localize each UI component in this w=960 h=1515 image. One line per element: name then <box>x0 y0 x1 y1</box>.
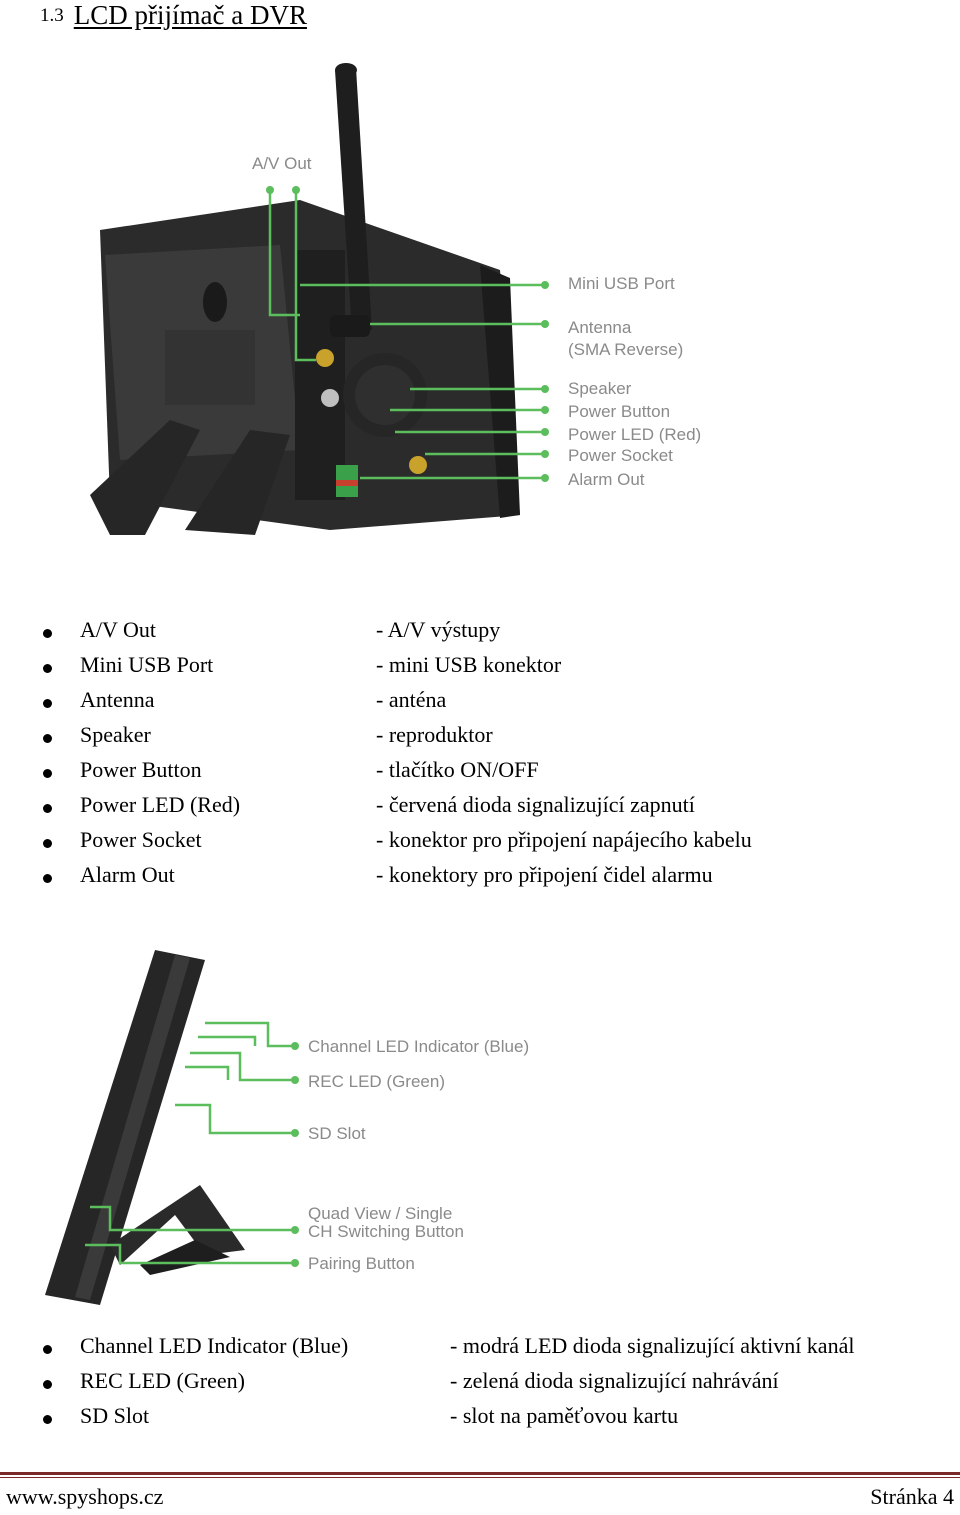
bullet-icon <box>43 664 52 673</box>
list-item: Power Socket- konektor pro připojení nap… <box>0 827 960 862</box>
callout-pairing: Pairing Button <box>308 1254 415 1273</box>
callout-antenna: Antenna <box>568 318 632 337</box>
receiver-side-figure: Channel LED Indicator (Blue) REC LED (Gr… <box>0 945 960 1315</box>
list-item: SD Slot- slot na paměťovou kartu <box>0 1403 960 1438</box>
callout-av-out: A/V Out <box>252 154 312 173</box>
wall-mount-hole <box>203 282 227 322</box>
footer-website: www.spyshops.cz <box>6 1484 164 1509</box>
list-item: Mini USB Port- mini USB konektor <box>0 652 960 687</box>
bullet-icon <box>43 699 52 708</box>
callout-sd-slot: SD Slot <box>308 1124 366 1143</box>
list-item: Alarm Out- konektory pro připojení čidel… <box>0 862 960 897</box>
footer-page-number: Stránka 4 <box>870 1484 954 1509</box>
receiver-rear-figure: A/V Out Mini USB Port Antenna (SMA Rever… <box>0 40 960 560</box>
bullet-icon <box>43 804 52 813</box>
callout-speaker: Speaker <box>568 379 632 398</box>
bullet-icon <box>43 1345 52 1354</box>
side-callout-lines <box>85 1021 295 1265</box>
stand-label-area <box>165 330 255 405</box>
section-number: 1.3 <box>40 5 64 26</box>
list-item: Power Button- tlačítko ON/OFF <box>0 757 960 792</box>
footer-rule <box>0 1472 960 1475</box>
stand-leg-right <box>185 430 290 535</box>
callout-channel-led: Channel LED Indicator (Blue) <box>308 1037 529 1056</box>
power-socket-jack <box>409 456 427 474</box>
antenna-base <box>330 315 370 337</box>
bullet-icon <box>43 839 52 848</box>
callout-mini-usb: Mini USB Port <box>568 274 675 293</box>
section-heading: 1.3 LCD přijímač a DVR <box>40 0 307 31</box>
side-stand <box>110 1185 245 1265</box>
receiver-rear-illustration: A/V Out Mini USB Port Antenna (SMA Rever… <box>90 63 701 535</box>
list-item: Channel LED Indicator (Blue)- modrá LED … <box>0 1333 960 1368</box>
monitor-side-edge <box>75 955 190 1300</box>
footer-rule-thin <box>0 1477 960 1478</box>
callout-alarm-out: Alarm Out <box>568 470 645 489</box>
receiver-side-illustration: Channel LED Indicator (Blue) REC LED (Gr… <box>45 950 529 1305</box>
callout-rec-led: REC LED (Green) <box>308 1072 445 1091</box>
bullet-icon <box>43 769 52 778</box>
callout-quad-view: Quad View / Single <box>308 1204 452 1223</box>
list-item: Antenna- anténa <box>0 687 960 722</box>
callout-power-socket: Power Socket <box>568 446 673 465</box>
callout-ch-switching: CH Switching Button <box>308 1222 464 1241</box>
bullet-icon <box>43 1380 52 1389</box>
antenna-rod <box>335 68 372 332</box>
callout-power-button: Power Button <box>568 402 670 421</box>
list-item: Power LED (Red)- červená dioda signalizu… <box>0 792 960 827</box>
antenna-tip <box>335 63 357 77</box>
bullet-icon <box>43 629 52 638</box>
bullet-icon <box>43 1415 52 1424</box>
av-out-yellow-jack <box>316 349 334 367</box>
bullet-icon <box>43 734 52 743</box>
stand-leg-left <box>90 420 200 535</box>
av-out-white-jack <box>321 389 339 407</box>
list-item: REC LED (Green)- zelená dioda signalizuj… <box>0 1368 960 1403</box>
list-item: A/V Out- A/V výstupy <box>0 617 960 652</box>
callout-power-led: Power LED (Red) <box>568 425 701 444</box>
connector-panel <box>295 250 345 500</box>
section-title: LCD přijímač a DVR <box>73 0 307 30</box>
bullet-icon <box>43 874 52 883</box>
list-item: Speaker- reproduktor <box>0 722 960 757</box>
callout-antenna-sub: (SMA Reverse) <box>568 340 683 359</box>
callout-lines <box>268 190 545 480</box>
